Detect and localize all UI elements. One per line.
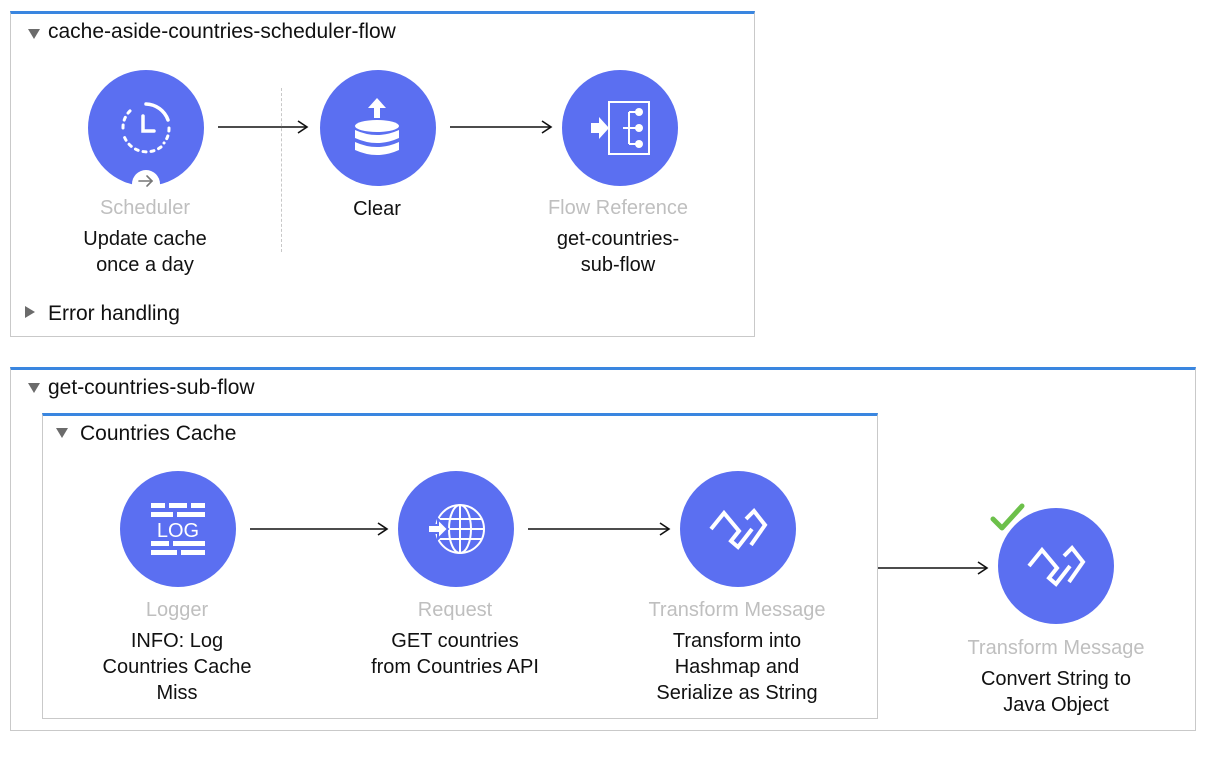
flow-title: cache-aside-countries-scheduler-flow [48,20,396,43]
logger-component[interactable]: LOG [120,471,236,587]
component-type-label: Request [417,599,493,621]
component-name-label: GET countries from Countries API [371,630,539,678]
connector-arrow [528,522,671,536]
transform-message-component[interactable] [998,508,1114,624]
source-marker-icon [132,170,160,192]
component-name-label: get-countries- sub-flow [556,228,680,276]
clock-icon [121,102,171,154]
component-name-label: Clear [353,198,401,220]
connector-arrow [218,120,309,134]
error-handling-section[interactable]: Error handling [48,302,180,325]
scope-title: Countries Cache [80,422,237,445]
collapse-toggle-icon[interactable] [56,428,68,438]
component-name-label: INFO: Log Countries Cache Miss [102,630,252,704]
flow-reference-component[interactable] [562,70,678,186]
globe-request-icon [427,504,485,554]
flow-reference-icon [591,101,650,155]
component-name-label: Convert String to Java Object [980,668,1132,716]
collapse-toggle-icon[interactable] [28,29,40,39]
connector-arrow [450,120,553,134]
svg-text:LOG: LOG [157,520,199,542]
component-type-label: Logger [145,599,209,621]
component-type-label: Transform Message [648,599,826,621]
transform-message-component[interactable] [680,471,796,587]
component-type-label: Flow Reference [547,197,689,219]
dataweave-icon [1027,544,1086,587]
expand-toggle-icon[interactable] [25,306,35,318]
flow-title: get-countries-sub-flow [48,376,255,399]
source-divider [281,88,282,252]
component-name-label: Update cache once a day [83,228,207,276]
check-mark-icon [990,502,1026,533]
connector-arrow [250,522,389,536]
cache-clear-component[interactable] [320,70,436,186]
component-type-label: Scheduler [99,197,191,219]
component-name-label: Transform into Hashmap and Serialize as … [656,630,818,704]
collapse-toggle-icon[interactable] [28,383,40,393]
component-type-label: Transform Message [967,637,1145,659]
scheduler-component[interactable] [88,70,204,186]
http-request-component[interactable] [398,471,514,587]
log-icon: LOG [151,503,205,555]
dataweave-icon [709,507,768,550]
connector-arrow [878,561,989,575]
database-clear-icon [355,98,399,155]
